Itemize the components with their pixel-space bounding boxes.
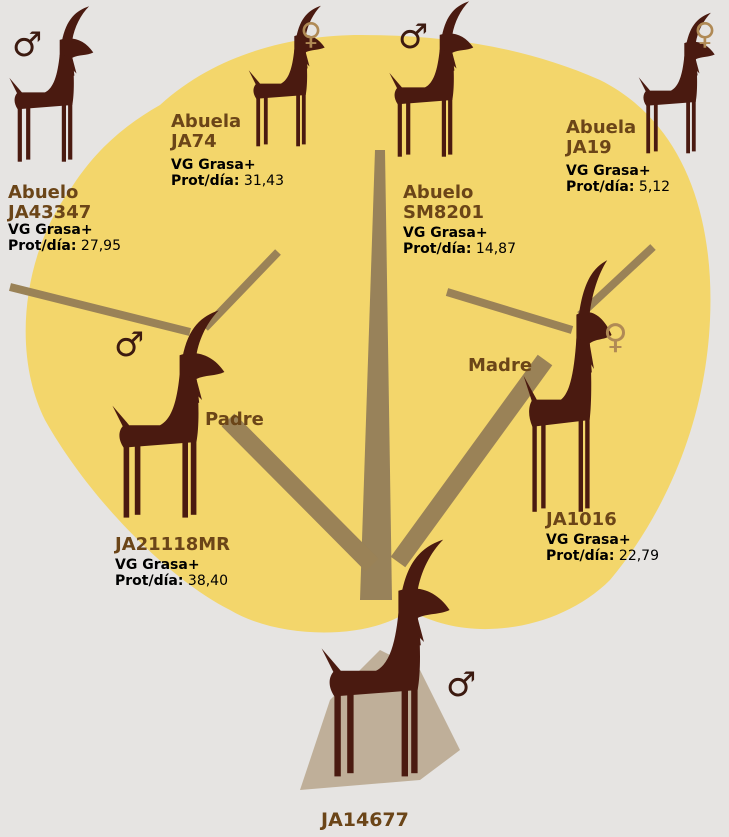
animal-id: JA1016 [546, 509, 617, 530]
relation-label-father: Padre [205, 409, 264, 430]
prot-value: 38,40 [187, 572, 229, 589]
prot-label: Prot/día: [8, 237, 77, 254]
node-father: JA21118MR VG Grasa+ Prot/día: 38,40 [115, 534, 231, 590]
vg-grasa-label: VG Grasa+ [115, 557, 200, 574]
prot-label: Prot/día: [171, 172, 240, 189]
animal-id: JA74 [171, 131, 217, 153]
node-maternal-grandmother: Abuela JA19 VG Grasa+ Prot/día: 5,12 [566, 117, 671, 196]
animal-id: SM8201 [403, 202, 484, 224]
animal-id: JA19 [566, 137, 612, 159]
node-mother: JA1016 VG Grasa+ Prot/día: 22,79 [546, 509, 660, 565]
relation-label-mother: Madre [468, 355, 533, 376]
male-symbol-icon: ♂ [398, 17, 429, 57]
relation-label: Abuela [171, 111, 242, 132]
tree-branches [9, 244, 656, 572]
prot-value: 14,87 [475, 240, 517, 257]
branch-maternal-grandfather [445, 288, 574, 334]
branch-maternal-grandmother [577, 244, 656, 318]
prot-value: 22,79 [618, 547, 660, 564]
prot-value: 5,12 [638, 178, 671, 195]
animal-id: JA43347 [8, 202, 92, 224]
branch-paternal-grandmother [202, 249, 281, 331]
prot-value: 31,43 [243, 172, 285, 189]
prot-line: Prot/día: 14,87 [403, 240, 517, 258]
branch-mother [390, 354, 553, 568]
male-symbol-icon: ♂ [446, 665, 477, 705]
prot-label: Prot/día: [403, 240, 472, 257]
vg-grasa-label: VG Grasa+ [171, 157, 256, 174]
prot-line: Prot/día: 38,40 [115, 572, 230, 590]
relation-label: Abuelo [8, 182, 79, 203]
prot-label: Prot/día: [115, 572, 184, 589]
female-symbol-icon: ♀ [694, 17, 716, 52]
node-paternal-grandmother: Abuela JA74 VG Grasa+ Prot/día: 31,43 [171, 111, 285, 190]
prot-value: 27,95 [80, 237, 122, 254]
tree-trunk [360, 150, 392, 600]
vg-grasa-label: VG Grasa+ [403, 225, 488, 242]
vg-grasa-label: VG Grasa+ [8, 222, 93, 239]
animal-id: JA21118MR [115, 534, 231, 555]
branch-paternal-grandfather [9, 283, 191, 336]
female-symbol-icon: ♀ [300, 17, 322, 52]
female-symbol-icon: ♀ [603, 317, 628, 357]
prot-line: Prot/día: 27,95 [8, 237, 122, 255]
vg-grasa-label: VG Grasa+ [546, 532, 631, 549]
prot-label: Prot/día: [566, 178, 635, 195]
relation-label: Abuelo [403, 182, 474, 203]
vg-grasa-label: VG Grasa+ [566, 163, 651, 180]
branch-father [221, 413, 379, 572]
male-symbol-icon: ♂ [114, 325, 145, 365]
prot-label: Prot/día: [546, 547, 615, 564]
prot-line: Prot/día: 22,79 [546, 547, 660, 565]
prot-line: Prot/día: 5,12 [566, 178, 671, 196]
male-symbol-icon: ♂ [12, 25, 43, 65]
prot-line: Prot/día: 31,43 [171, 172, 285, 190]
node-maternal-grandfather: Abuelo SM8201 VG Grasa+ Prot/día: 14,87 [403, 182, 517, 258]
relation-label: Abuela [566, 117, 637, 138]
subject-id: JA14677 [321, 809, 409, 831]
tree-canopy [25, 35, 711, 633]
node-paternal-grandfather: Abuelo JA43347 VG Grasa+ Prot/día: 27,95 [8, 182, 122, 255]
